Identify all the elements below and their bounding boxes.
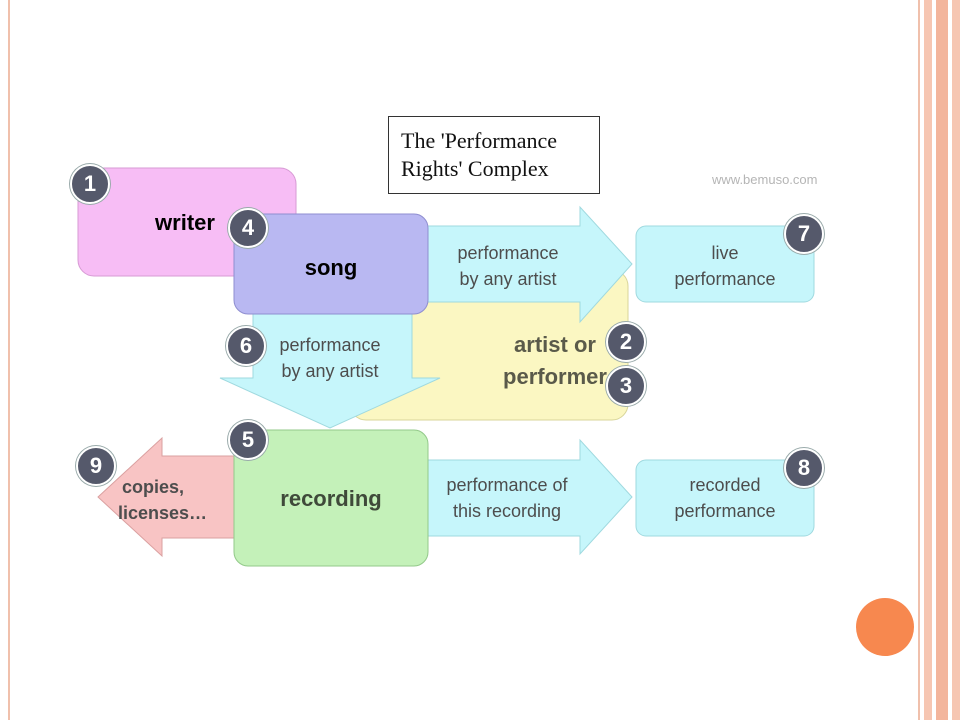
badge-2: 2 [606,322,646,362]
arrow-recording-to-recorded-label: performance of this recording [432,472,582,524]
writer-label: writer [155,210,215,235]
artist-performer-label: artist or performer [460,332,650,390]
label-line: performance [674,269,776,289]
badge-4: 4 [228,208,268,248]
title-line-2: Rights' Complex [401,156,549,181]
label-line: licenses… [118,503,208,523]
slide-frame [8,0,920,720]
recorded-box-shape [635,459,815,537]
recording-box-shape [233,429,429,567]
recording-label: recording [280,486,382,511]
label-line: recorded [689,475,761,495]
arrow-recording-to-copies [97,436,241,558]
label-line: artist or [514,332,596,357]
badge-5: 5 [228,420,268,460]
recorded-performance-label: recorded performance [650,472,800,524]
label-line: performance of [446,475,568,495]
arrow-song-to-live [419,205,633,324]
arrow-recording-to-recorded [419,438,633,556]
title-line-1: The 'Performance [401,128,558,153]
badge-7: 7 [784,214,824,254]
label-line: performance [674,501,776,521]
song-box-shape [233,213,429,315]
label-line: by any artist [459,269,557,289]
live-performance-label: live performance [650,240,800,292]
label-line: performance [279,335,381,355]
live-box-shape [635,225,815,303]
arrow-song-to-recording-label: performance by any artist [266,332,394,384]
label-line: this recording [452,501,562,521]
label-line: copies, [122,477,185,497]
badge-9: 9 [76,446,116,486]
badge-1: 1 [70,164,110,204]
watermark-text: www.bemuso.com [712,172,818,187]
badge-6: 6 [226,326,266,366]
song-label: song [304,255,358,280]
label-line: live [711,243,739,263]
badge-3: 3 [606,366,646,406]
copies-licenses-label: copies, licenses… [118,474,228,526]
label-line: performer [503,364,607,389]
badge-8: 8 [784,448,824,488]
arrow-song-to-recording [219,311,441,429]
diagram-title: The 'Performance Rights' Complex [388,116,600,194]
label-line: by any artist [281,361,379,381]
label-line: performance [457,243,559,263]
orange-circle-decoration [856,598,914,656]
arrow-song-to-live-label: performance by any artist [436,240,580,292]
decorative-stripes [920,0,960,720]
